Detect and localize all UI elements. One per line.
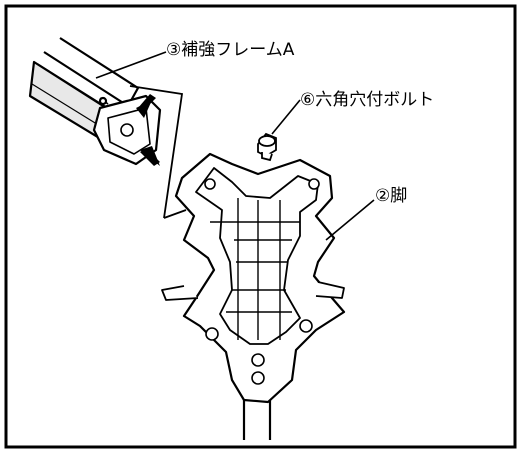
arrow-icon <box>136 94 160 166</box>
diagram-border <box>4 4 517 449</box>
leader-frame-a <box>95 51 167 79</box>
callout-frame <box>129 85 187 219</box>
label-hex-bolt: ⑥六角穴付ボルト <box>300 90 435 110</box>
label-leg: ②脚 <box>375 186 408 206</box>
label-frame-a: ③補強フレームA <box>166 40 295 60</box>
leader-lines <box>95 51 375 241</box>
leader-bolt <box>271 99 301 135</box>
hex-socket-bolt <box>257 132 277 162</box>
leader-leg <box>325 199 375 241</box>
leg-part <box>161 152 346 440</box>
reinforcement-frame-a <box>28 37 162 166</box>
